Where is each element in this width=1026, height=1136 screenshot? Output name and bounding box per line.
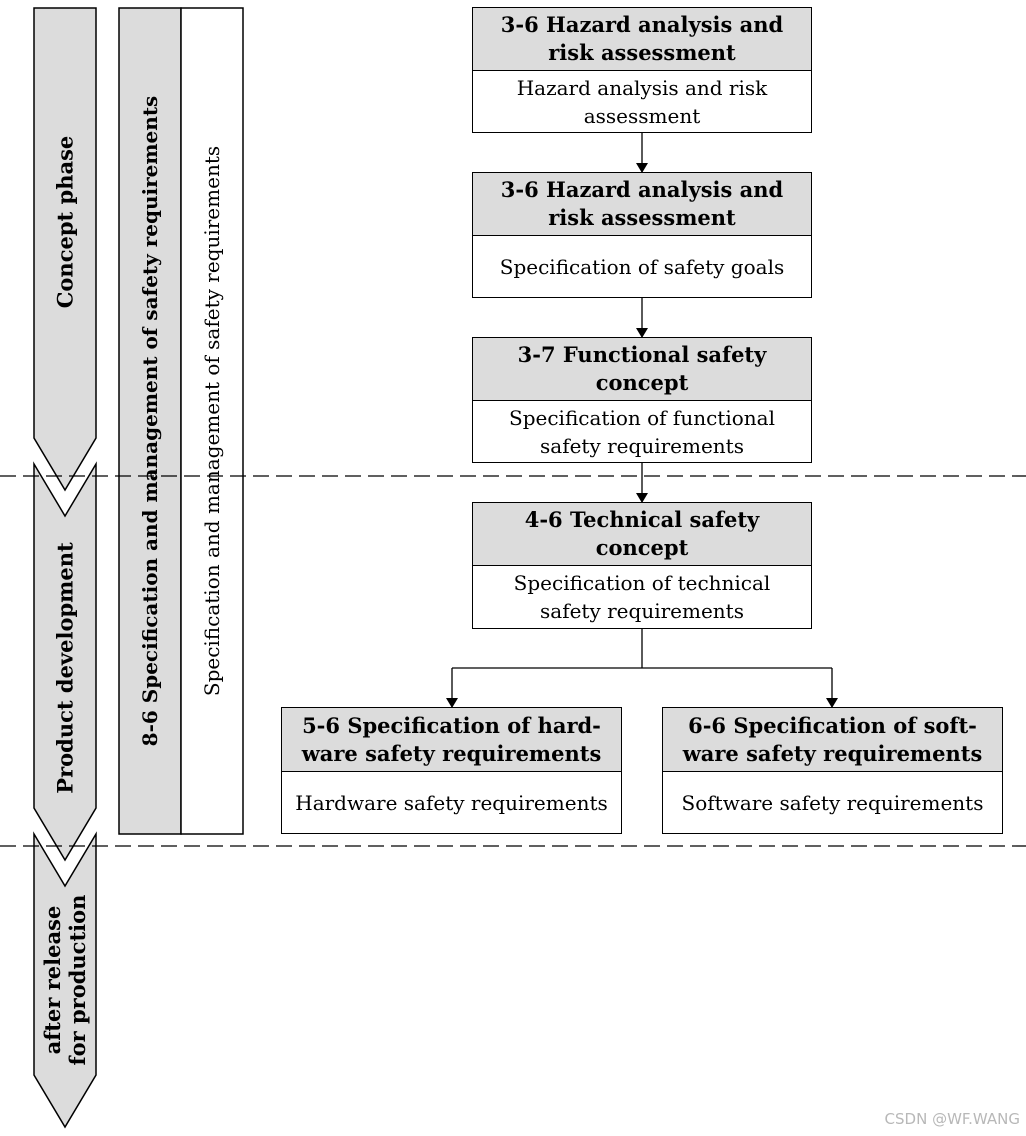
box-header: 3-6 Hazard analysis and risk assessment (473, 173, 811, 236)
box-hazard-analysis: 3-6 Hazard analysis and risk assessment … (472, 7, 812, 133)
box-safety-goals: 3-6 Hazard analysis and risk assessment … (472, 172, 812, 298)
box-header: 3-6 Hazard analysis and risk assessment (473, 8, 811, 71)
box-software-safety-requirements: 6-6 Specification of soft- ware safety r… (662, 707, 1003, 834)
box-header: 6-6 Specification of soft- ware safety r… (663, 708, 1002, 772)
watermark: CSDN @WF.WANG (884, 1110, 1020, 1128)
box-technical-safety-concept: 4-6 Technical safety concept Specificati… (472, 502, 812, 629)
box-body: Specification of safety goals (499, 254, 785, 279)
box-header: 5-6 Specification of hard- ware safety r… (282, 708, 621, 772)
section-title: 8-6 Specification and management of safe… (138, 95, 162, 747)
phase-arrow-product-development (33, 461, 97, 862)
phase-arrow-concept (33, 7, 97, 492)
section-content-label: Specification and management of safety r… (200, 145, 224, 697)
box-header: 4-6 Technical safety concept (473, 503, 811, 566)
box-functional-safety-concept: 3-7 Functional safety concept Specificat… (472, 337, 812, 463)
box-body: Software safety requirements (681, 790, 984, 815)
phase-arrow-after-release (33, 831, 97, 1129)
box-body: Hazard analysis and risk assessment (516, 75, 768, 128)
box-header: 3-7 Functional safety concept (473, 338, 811, 401)
section-content-band (180, 7, 244, 835)
box-body: Hardware safety requirements (295, 790, 608, 815)
box-body: Specification of functional safety requi… (509, 405, 775, 458)
box-body: Specification of technical safety requir… (513, 571, 771, 623)
phase-label-after-release: after release for production (39, 894, 90, 1066)
section-title-band (118, 7, 182, 835)
phase-label-concept: Concept phase (52, 135, 78, 309)
phase-label-product-development: Product development (52, 542, 78, 794)
box-hardware-safety-requirements: 5-6 Specification of hard- ware safety r… (281, 707, 622, 834)
